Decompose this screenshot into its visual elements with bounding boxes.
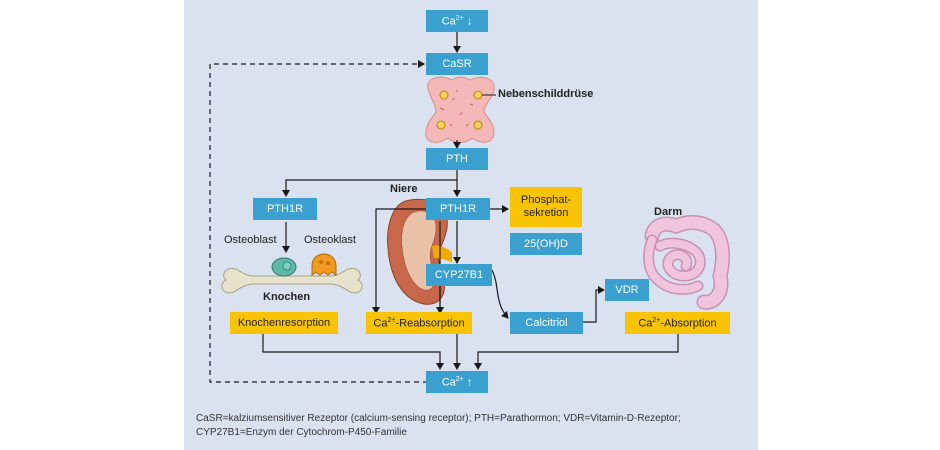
phosphate-secretion-box: Phosphat- sekretion: [510, 187, 582, 227]
casr-label: CaSR: [442, 58, 472, 70]
bone-label: Knochen: [263, 291, 311, 303]
pth1r-kidney-label: PTH1R: [439, 203, 477, 215]
osteoblast-icon: [271, 257, 297, 277]
pth1r-bone-label: PTH1R: [266, 203, 304, 215]
pth-box: PTH: [426, 148, 488, 170]
pth-label: PTH: [446, 153, 468, 165]
phosphate-secretion-line2: sekretion: [523, 207, 569, 219]
casr-box: CaSR: [426, 53, 488, 75]
footnote-line-1: CaSR=kalziumsensitiver Rezeptor (calcium…: [196, 413, 681, 424]
kidney-label: Niere: [390, 183, 418, 195]
intestine-icon: [643, 215, 730, 310]
osteoblast-label: Osteoblast: [224, 234, 277, 246]
osteoclast-label: Osteoklast: [304, 234, 356, 246]
25ohd-box: 25(OH)D: [510, 233, 582, 255]
calcium-low-box: Ca2+ ↓: [426, 10, 488, 32]
bone-resorption-box: Knochenresorption: [230, 312, 338, 334]
footnote-line-2: CYP27B1=Enzym der Cytochrom-P450-Familie: [196, 427, 407, 438]
bone-resorption-label: Knochenresorption: [237, 317, 331, 329]
phosphate-secretion-line1: Phosphat-: [520, 194, 572, 206]
calcium-high-label: Ca2+ ↑: [441, 375, 473, 389]
25ohd-label: 25(OH)D: [523, 238, 568, 250]
bone-icon: [221, 267, 363, 294]
cyp27b1-label: CYP27B1: [434, 269, 484, 281]
osteoclast-icon: [311, 253, 337, 276]
pth1r-bone-box: PTH1R: [253, 198, 317, 220]
intestine-label: Darm: [654, 206, 683, 218]
pth1r-kidney-box: PTH1R: [426, 198, 490, 220]
calcitriol-box: Calcitriol: [510, 312, 583, 334]
calcium-reabsorption-box: Ca2+-Reabsorption: [366, 312, 472, 334]
vdr-label: VDR: [615, 284, 639, 296]
calcium-absorption-box: Ca2+-Absorption: [625, 312, 730, 334]
calcium-high-box: Ca2+ ↑: [426, 371, 488, 393]
calcium-low-label: Ca2+ ↓: [441, 14, 473, 28]
calcium-absorption-label: Ca2+-Absorption: [638, 316, 717, 330]
calcium-reabsorption-label: Ca2+-Reabsorption: [373, 316, 465, 330]
calcitriol-label: Calcitriol: [525, 317, 568, 329]
cyp27b1-box: CYP27B1: [426, 264, 492, 286]
vdr-box: VDR: [605, 279, 649, 301]
parathyroid-label: Nebenschilddrüse: [498, 88, 594, 100]
parathyroid-gland-icon: [425, 76, 495, 143]
